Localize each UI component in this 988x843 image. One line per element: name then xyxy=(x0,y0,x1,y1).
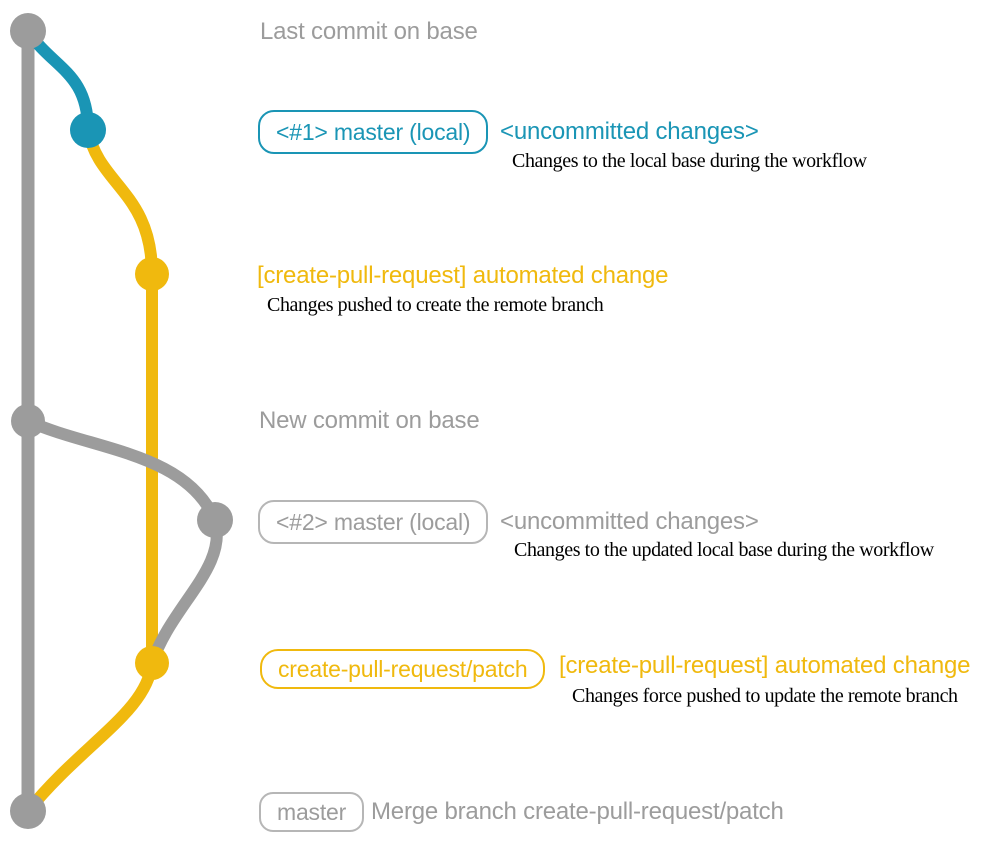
push-create-note: Changes pushed to create the remote bran… xyxy=(267,294,604,316)
master-local-1-badge: <#1> master (local) xyxy=(258,110,489,154)
commit-dot-cpr-1 xyxy=(135,257,169,291)
master-local-2-badge: <#2> master (local) xyxy=(258,500,489,544)
new-commit-label: New commit on base xyxy=(259,407,480,434)
commit-dot-local-1 xyxy=(70,112,106,148)
updated-local-branch-curve-out xyxy=(25,415,221,523)
local-base-note: Changes to the local base during the wor… xyxy=(512,150,867,172)
commit-dot-merge xyxy=(10,793,46,829)
automated-change-1-label: [create-pull-request] automated change xyxy=(257,262,669,289)
commit-dot-local-2 xyxy=(197,502,233,538)
last-commit-label: Last commit on base xyxy=(260,18,478,45)
updated-local-base-note: Changes to the updated local base during… xyxy=(514,539,934,561)
commit-dot-cpr-2 xyxy=(135,646,169,680)
patch-branch-curve-out xyxy=(82,128,158,275)
merge-into-base-curve xyxy=(23,662,158,815)
merge-branch-label: Merge branch create-pull-request/patch xyxy=(371,798,784,825)
uncommitted-changes-2-label: <uncommitted changes> xyxy=(500,508,759,535)
automated-change-2-label: [create-pull-request] automated change xyxy=(559,652,971,679)
commit-dot-new-base xyxy=(11,404,45,438)
patch-branch-badge: create-pull-request/patch xyxy=(260,649,546,689)
commit-dot-last-base xyxy=(10,13,46,49)
updated-local-branch-curve-in xyxy=(146,518,223,666)
force-push-note: Changes force pushed to update the remot… xyxy=(572,685,958,707)
master-badge: master xyxy=(259,792,365,832)
uncommitted-changes-1-label: <uncommitted changes> xyxy=(500,118,759,145)
